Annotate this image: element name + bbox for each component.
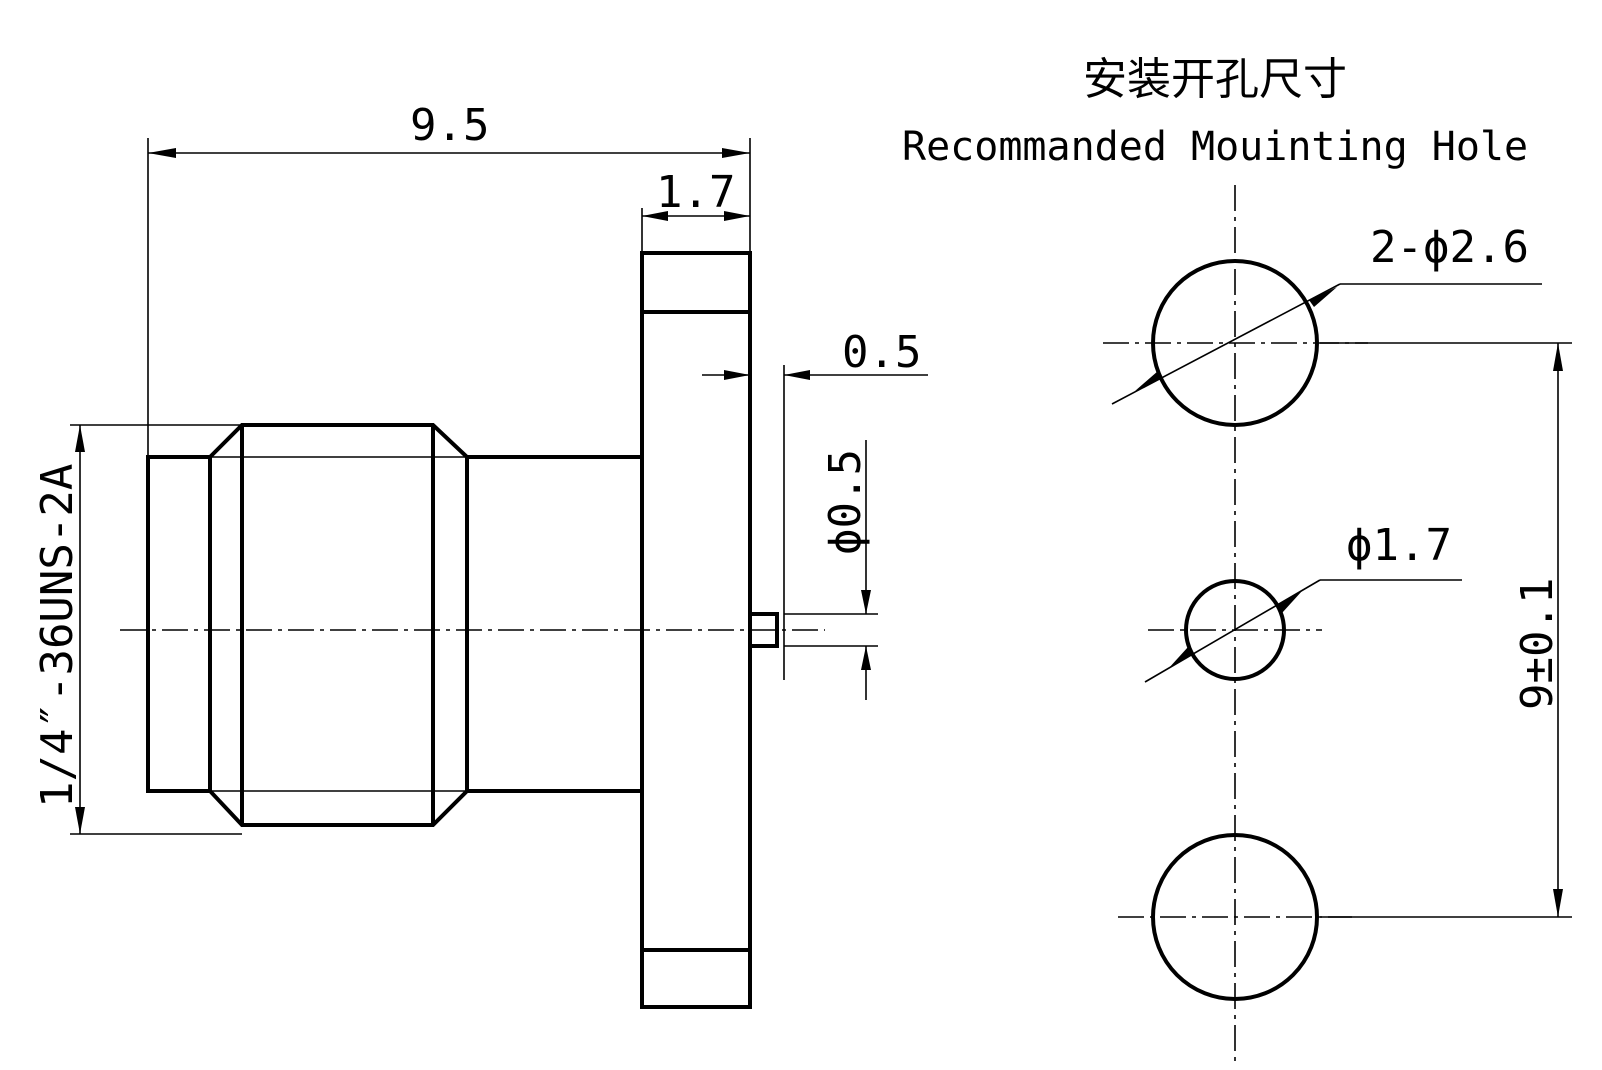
title-cn: 安装开孔尺寸 [1083, 54, 1347, 105]
mount-holes-label: 2-ϕ2.6 [1370, 222, 1529, 273]
hole-spacing-label: 9±0.1 [1512, 578, 1563, 710]
pin-length-label: 0.5 [842, 327, 921, 378]
dim-thread: 1/4″-36UNS-2A [32, 424, 242, 835]
hole-pattern-title: 安装开孔尺寸 Recommanded Mouinting Hole [902, 54, 1528, 170]
flange-thickness-label: 1.7 [656, 167, 735, 218]
overall-length-label: 9.5 [410, 100, 489, 151]
title-en: Recommanded Mouinting Hole [902, 124, 1528, 170]
dim-overall-length: 9.5 [147, 100, 751, 457]
dim-mount-holes: 2-ϕ2.6 [1111, 222, 1542, 405]
pin-diameter-label: ϕ0.5 [820, 449, 871, 555]
hole-pattern [1103, 185, 1368, 1065]
dim-hole-spacing: 9±0.1 [1320, 342, 1572, 918]
dim-pin-diameter: ϕ0.5 [784, 440, 878, 700]
thread-label: 1/4″-36UNS-2A [32, 464, 83, 808]
center-hole-label: ϕ1.7 [1346, 520, 1452, 571]
dim-pin-length: 0.5 [702, 327, 928, 680]
dim-center-hole: ϕ1.7 [1144, 520, 1462, 683]
dim-flange-thickness: 1.7 [641, 167, 750, 253]
